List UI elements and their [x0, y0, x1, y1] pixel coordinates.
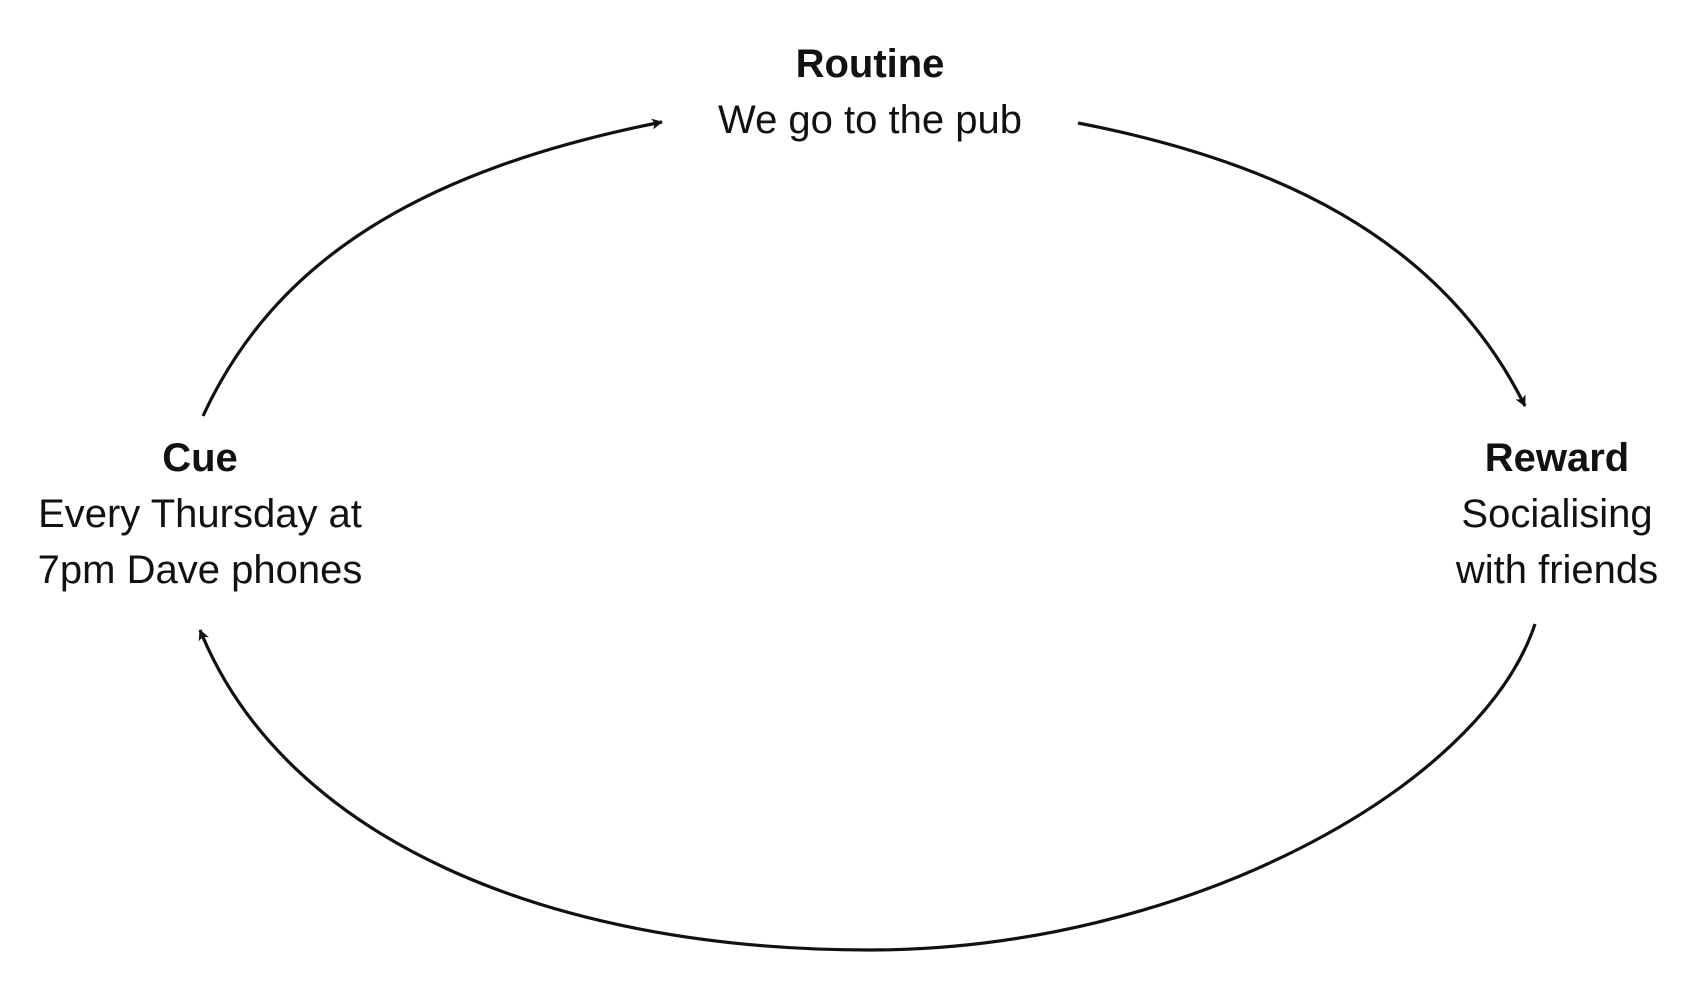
routine-title: Routine [795, 42, 945, 86]
reward-description: Socialising with friends [1455, 492, 1659, 592]
node-cue: Cue Every Thursday at 7pm Dave phones [0, 430, 400, 598]
arrow-reward-to-cue [198, 623, 1537, 952]
cue-title: Cue [162, 436, 238, 480]
reward-title: Reward [1484, 436, 1630, 480]
arrow-cue-to-routine [201, 118, 663, 417]
cue-description: Every Thursday at 7pm Dave phones [37, 492, 363, 592]
arrow-routine-to-reward [1077, 121, 1527, 407]
routine-description: We go to the pub [718, 98, 1022, 142]
node-routine: Routine We go to the pub [600, 36, 1140, 148]
node-reward: Reward Socialising with friends [1410, 430, 1704, 598]
